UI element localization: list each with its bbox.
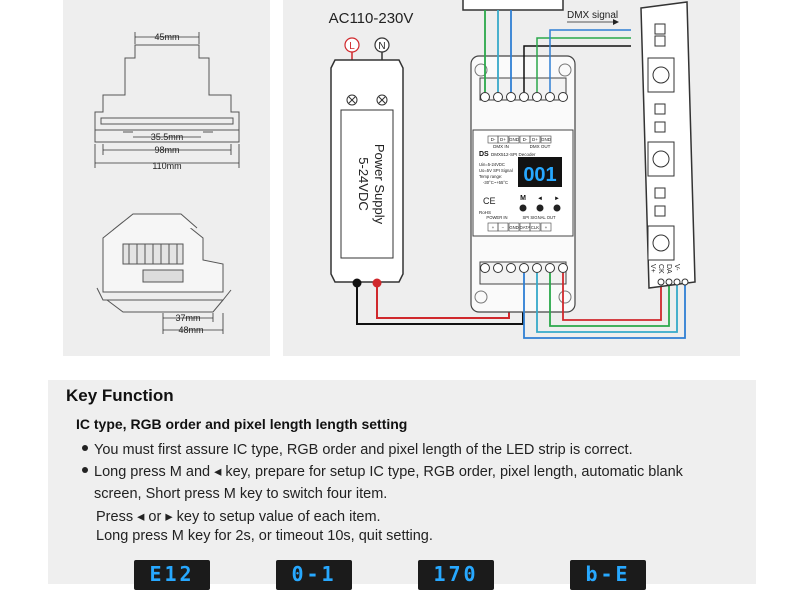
terminal-top-2: D+ bbox=[500, 137, 506, 142]
dim-base-depth1: 37mm bbox=[175, 313, 200, 323]
terminal-bottom-5: CLK bbox=[531, 225, 539, 230]
strip-label-vminus: V- bbox=[673, 264, 680, 271]
instruction-line-1: You must first assure IC type, RGB order… bbox=[82, 442, 633, 458]
power-supply-label: Power Supply bbox=[372, 144, 387, 225]
decoder-spec4: -30°C~+55°C bbox=[483, 180, 508, 185]
wiring-diagram-panel: AC110-230V L N Power Supply 5-24VDC bbox=[283, 0, 740, 356]
ac-input-label: AC110-230V bbox=[329, 10, 414, 27]
strip-label-da: DA bbox=[665, 264, 672, 274]
strip-label-vplus: V+ bbox=[649, 264, 656, 273]
lcd-value-1: E12 bbox=[149, 562, 195, 586]
terminal-bottom-6: + bbox=[545, 225, 548, 230]
instruction-text-2: Long press M and ◂ key, prepare for setu… bbox=[94, 464, 683, 480]
dim-base-depth2: 48mm bbox=[178, 325, 203, 335]
lcd-value-3: 170 bbox=[433, 562, 479, 586]
strip-label-ck: CK bbox=[657, 264, 664, 274]
decoder-spec1: Uin=5-24VDC bbox=[479, 162, 505, 167]
terminal-top-3: GND bbox=[509, 137, 520, 142]
terminal-bottom-2: − bbox=[502, 225, 505, 230]
terminal-top-4: D- bbox=[523, 137, 528, 142]
decoder-display: 001 bbox=[523, 164, 556, 186]
button-right[interactable] bbox=[553, 204, 561, 212]
instruction-line-5: Long press M key for 2s, or timeout 10s,… bbox=[96, 528, 433, 544]
decoder-spec2: Uo=5V SPI Signal bbox=[479, 168, 513, 173]
button-m-label: M bbox=[520, 195, 526, 202]
bullet-icon bbox=[82, 467, 88, 474]
key-function-panel: Key Function IC type, RGB order and pixe… bbox=[48, 380, 756, 590]
dim-inner-width: 35.5mm bbox=[151, 132, 184, 142]
decoder-spec3: Temp range: bbox=[479, 174, 502, 179]
decoder-model: DS bbox=[479, 151, 489, 158]
dim-top-width: 45mm bbox=[154, 32, 179, 42]
lcd-value-2: 0-1 bbox=[291, 562, 337, 586]
terminal-bottom-3: GND bbox=[509, 225, 518, 230]
terminal-bottom-4: DATA bbox=[520, 225, 531, 230]
key-function-subtitle: IC type, RGB order and pixel length leng… bbox=[76, 416, 408, 432]
live-label: L bbox=[349, 41, 355, 52]
power-supply-voltage: 5-24VDC bbox=[356, 157, 371, 210]
terminal-top-5: D+ bbox=[532, 137, 538, 142]
rohs-mark: RoHS bbox=[479, 210, 491, 215]
terminal-top-6: GND bbox=[541, 137, 552, 142]
wiring-diagram: AC110-230V L N Power Supply 5-24VDC bbox=[329, 0, 696, 339]
dimension-drawing: 45mm 35.5mm 98mm 110mm 37mm 48mm bbox=[94, 32, 240, 335]
instruction-line-2: Long press M and ◂ key, prepare for setu… bbox=[82, 464, 683, 480]
bullet-icon bbox=[82, 445, 88, 452]
terminal-top-1: D- bbox=[491, 137, 496, 142]
dim-total-width: 110mm bbox=[152, 161, 181, 171]
decoder-name: DMX512-SPI Decoder bbox=[491, 152, 536, 157]
dmx-out-label: DMX OUT bbox=[530, 144, 551, 149]
ce-mark: CE bbox=[483, 196, 496, 206]
lcd-display-rgb-order: 0-1 bbox=[276, 560, 352, 590]
spi-out-label: SPI SIGNAL OUT bbox=[522, 215, 556, 220]
button-left[interactable] bbox=[536, 204, 544, 212]
button-right-label: ► bbox=[554, 196, 560, 202]
dim-mid-width: 98mm bbox=[154, 145, 179, 155]
button-m[interactable] bbox=[519, 204, 527, 212]
instruction-text-1: You must first assure IC type, RGB order… bbox=[94, 442, 633, 458]
instruction-line-4: Press ◂ or ▸ key to setup value of each … bbox=[96, 509, 381, 525]
terminal-bottom-1: + bbox=[492, 225, 495, 230]
key-function-title: Key Function bbox=[66, 386, 174, 405]
power-supply: Power Supply 5-24VDC bbox=[330, 59, 404, 288]
lcd-display-ic-type: E12 bbox=[134, 560, 210, 590]
button-left-label: ◄ bbox=[537, 196, 543, 202]
dmx-in-label: DMX IN bbox=[493, 144, 509, 149]
instruction-line-3: screen, Short press M key to switch four… bbox=[94, 486, 388, 502]
neutral-label: N bbox=[378, 41, 385, 52]
lcd-display-pixel-length: 170 bbox=[418, 560, 494, 590]
dimension-drawing-panel: 45mm 35.5mm 98mm 110mm 37mm 48mm bbox=[63, 0, 270, 356]
led-strip bbox=[640, 1, 696, 289]
dmx-signal-label: DMX signal bbox=[567, 10, 618, 21]
power-in-label: POWER IN bbox=[486, 215, 507, 220]
lcd-display-blank-screen: b-E bbox=[570, 560, 646, 590]
lcd-value-4: b-E bbox=[585, 562, 631, 586]
